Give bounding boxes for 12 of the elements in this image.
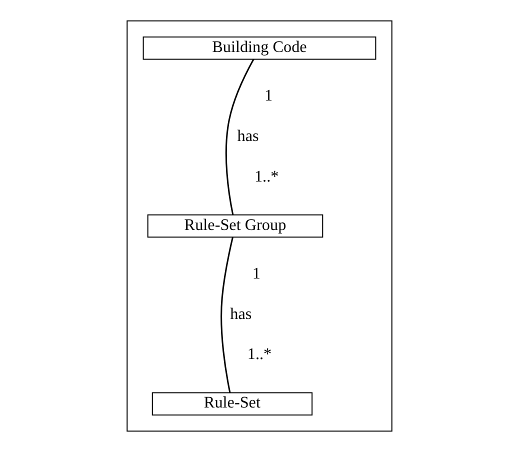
cluster [126, 20, 392, 432]
label: 1 [252, 265, 260, 282]
label: 1 [264, 87, 272, 104]
edge-label: has [230, 306, 252, 323]
node-box: Rule-Set [151, 392, 312, 416]
node-box: Rule-Set Group [146, 214, 323, 238]
connector [224, 58, 254, 215]
node-box: Building Code [142, 36, 376, 60]
connector [220, 237, 233, 393]
label: 1..* [246, 346, 272, 364]
label: 1..* [254, 168, 278, 186]
edge-label: has [236, 128, 258, 145]
